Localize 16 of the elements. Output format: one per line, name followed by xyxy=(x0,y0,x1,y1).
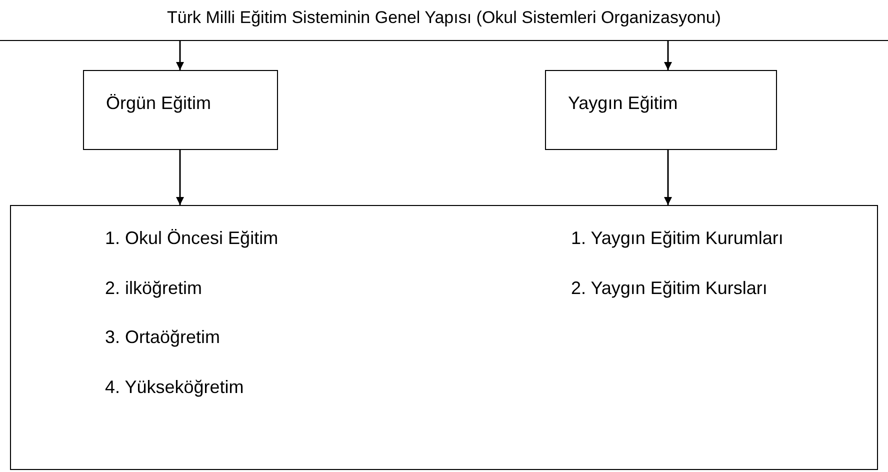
list-item: 2. Yaygın Eğitim Kursları xyxy=(571,278,768,298)
arrow xyxy=(664,41,672,70)
list-item: 3. Ortaöğretim xyxy=(105,327,220,348)
list-item: 4. Yükseköğretim xyxy=(105,376,244,398)
list-item: 2. ilköğretim xyxy=(105,278,202,298)
category-box xyxy=(83,70,278,150)
arrow xyxy=(176,41,184,70)
list-item: 1. Okul Öncesi Eğitim xyxy=(105,228,278,249)
category-label: Örgün Eğitim xyxy=(106,93,212,114)
category-label: Yaygın Eğitim xyxy=(568,93,678,114)
category-box xyxy=(545,70,777,150)
arrow xyxy=(664,150,672,205)
list-item: 1. Yaygın Eğitim Kurumları xyxy=(571,228,784,249)
arrow xyxy=(176,150,184,205)
heading-label: Türk Milli Eğitim Sisteminin Genel Yapısı (Okul Sistemleri Organizasyonu) xyxy=(167,8,721,28)
list-box xyxy=(10,205,878,470)
